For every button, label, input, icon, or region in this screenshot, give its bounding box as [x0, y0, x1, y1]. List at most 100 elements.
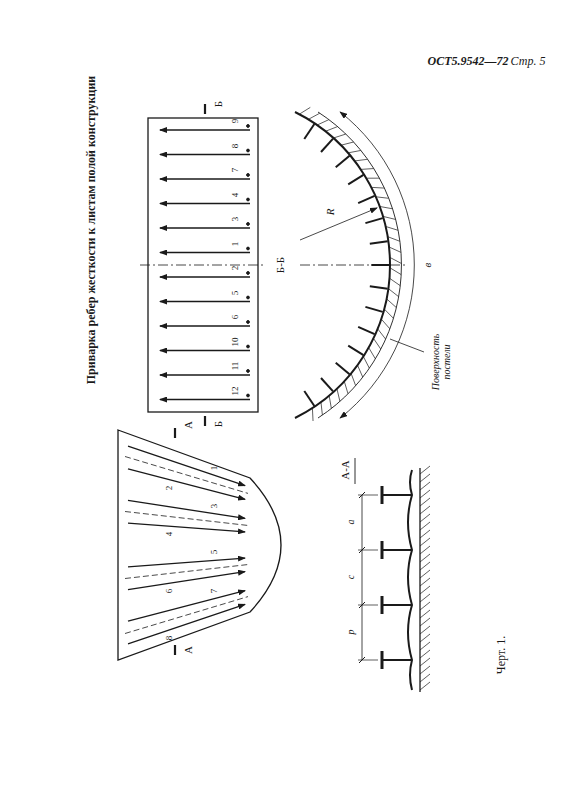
radius-letter: R: [324, 209, 336, 216]
callout-number: 3: [230, 217, 240, 222]
hatch: [355, 159, 368, 161]
callout-number: 6: [230, 315, 240, 320]
hatch: [420, 666, 430, 674]
section-letter: А: [182, 646, 194, 654]
callout-number: 8: [164, 635, 174, 640]
cut-mark: [204, 416, 206, 426]
sheet-title: Приварка ребер жесткости к листам полой …: [84, 76, 98, 385]
rib-flange: [381, 596, 384, 614]
axis-line: [125, 457, 248, 494]
title-underline: [355, 458, 356, 484]
callout-number: 5: [231, 290, 241, 295]
hatch: [420, 634, 430, 642]
callout-number: 7: [209, 588, 219, 593]
hatch: [361, 168, 374, 170]
figure-caption: Черт. 1.: [495, 636, 508, 674]
hatch: [420, 530, 430, 538]
start-dot: [247, 149, 250, 152]
hatch: [384, 309, 393, 318]
rib-arrow: [128, 469, 245, 500]
callout-number: 1: [231, 241, 241, 246]
dimension-letter: c: [345, 575, 356, 579]
hatch: [326, 127, 338, 132]
hatch: [420, 514, 430, 522]
hatch: [390, 258, 401, 264]
hatch: [420, 474, 430, 482]
hatch: [309, 113, 320, 119]
callout-number: 4: [231, 192, 241, 197]
fin: [336, 363, 350, 375]
hatch: [420, 554, 430, 562]
rib-arrow: [160, 374, 250, 375]
hatch: [420, 594, 430, 602]
callout-number: 5: [230, 290, 240, 295]
rib-arrow: [160, 203, 250, 204]
fin: [358, 327, 374, 334]
callout-number: 6: [164, 589, 174, 594]
start-dot: [247, 198, 250, 201]
rib-arrow: [128, 523, 245, 532]
fin: [348, 346, 363, 356]
callout-number: 3: [231, 217, 241, 222]
callout-number: 11: [231, 362, 241, 371]
axis-line: [125, 597, 248, 634]
hatch: [312, 408, 314, 421]
hatch: [420, 466, 430, 474]
callout-number: 8: [230, 143, 240, 148]
hatch: [380, 207, 392, 209]
callout-number: 4: [165, 532, 175, 537]
callout-number: 10: [230, 337, 240, 346]
hatch: [420, 618, 430, 626]
rib-arrow: [160, 350, 250, 351]
hatch: [386, 227, 398, 231]
hatch: [420, 658, 430, 666]
hatch: [420, 610, 430, 618]
hatch: [420, 626, 430, 634]
callout-number: 6: [231, 315, 241, 320]
callout-number: 7: [230, 168, 240, 173]
fin: [321, 378, 333, 391]
hatch: [329, 396, 331, 408]
hatch: [364, 357, 370, 368]
hatch: [348, 150, 360, 152]
cut-mark: [174, 428, 176, 438]
callout-number: 11: [230, 362, 240, 371]
hatch: [389, 289, 399, 297]
hatch: [300, 107, 311, 114]
fin: [304, 124, 314, 139]
fin: [304, 391, 314, 406]
radius-letter: R: [324, 209, 336, 216]
start-dot: [247, 394, 250, 397]
hatch: [388, 237, 400, 241]
page-number: Стр. 5: [511, 55, 546, 68]
hatch: [420, 506, 430, 514]
callout-number: 3: [210, 503, 220, 508]
callout-number: 1: [209, 465, 219, 470]
rib-arrow: [160, 129, 250, 130]
hatch: [420, 682, 430, 690]
callout-number: 12: [230, 386, 240, 395]
start-dot: [247, 223, 250, 226]
sheet-title: Приварка ребер жесткости к листам полой …: [85, 76, 98, 385]
rib-arrow: [160, 399, 250, 400]
rib-arrow: [160, 178, 250, 179]
bed-surface: [419, 468, 420, 692]
fin: [370, 286, 388, 289]
center-line: [140, 265, 266, 266]
hatch: [420, 490, 430, 498]
dimension-letter: p: [345, 630, 356, 635]
radius-leader: [300, 208, 377, 240]
start-dot: [247, 321, 250, 324]
callout-number: 4: [230, 192, 240, 197]
dimension-letter: p: [345, 630, 356, 635]
callout-number: 5: [210, 550, 220, 555]
fin: [358, 196, 374, 203]
hatch: [390, 278, 400, 285]
rib-arrow: [160, 227, 250, 228]
figure-caption: Черт. 1.: [494, 636, 508, 674]
section-title: А-А: [339, 460, 351, 480]
hatch: [420, 522, 430, 530]
hatch: [420, 674, 430, 682]
hatch: [321, 402, 322, 415]
leader-line: [390, 339, 424, 352]
